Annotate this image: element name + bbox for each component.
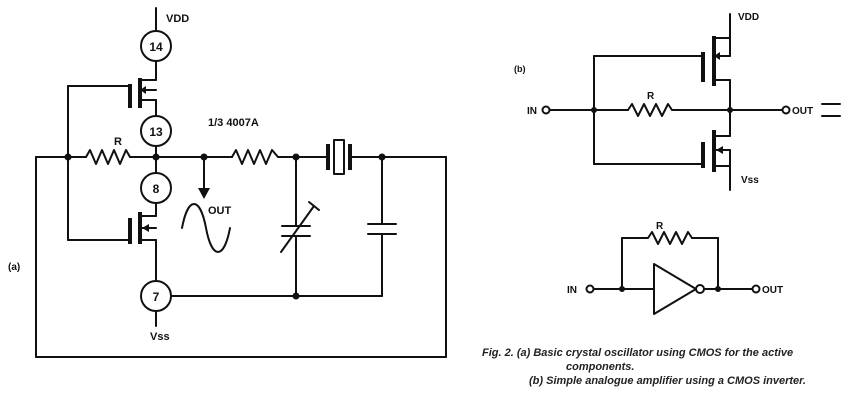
- junction: [715, 286, 721, 292]
- series-resistor: [231, 149, 279, 165]
- inverter-bubble: [695, 284, 705, 294]
- pin-8-label: 8: [153, 182, 160, 196]
- input-terminal-b: [541, 105, 551, 115]
- resistor-r-a: [85, 149, 131, 165]
- resistor-label-a: R: [114, 136, 122, 148]
- figure-caption: Fig. 2. (a) Basic crystal oscillator usi…: [482, 347, 806, 387]
- trimmer-adjust-head: [308, 201, 320, 211]
- input-label-amp: IN: [567, 285, 577, 296]
- vss-label-b: Vss: [741, 175, 759, 186]
- resistor-label-amp: R: [656, 221, 664, 232]
- junction: [292, 292, 300, 300]
- vss-label-a: Vss: [150, 331, 170, 343]
- feedback-resistor-b: [627, 103, 673, 117]
- crystal-body: [333, 139, 345, 175]
- output-label-a: OUT: [208, 205, 232, 217]
- pmos-arrow-icon: [140, 86, 146, 94]
- nmos-arrow-icon: [142, 224, 149, 232]
- inverter-triangle: [653, 263, 697, 315]
- vdd-label-b: VDD: [738, 12, 759, 23]
- junction: [727, 107, 733, 113]
- output-label-b: OUT: [792, 106, 813, 117]
- caption-line-2: components.: [566, 361, 634, 373]
- feedback-resistor-amp: [647, 231, 693, 245]
- junction: [152, 153, 160, 161]
- panel-label-a: (a): [8, 262, 20, 273]
- sine-wave-icon: [181, 203, 231, 253]
- vdd-label-a: VDD: [166, 13, 189, 25]
- circuit-a: VDD 14 13 R: [8, 7, 447, 358]
- output-terminal-b: [781, 105, 791, 115]
- output-arrow-icon: [198, 188, 210, 199]
- pin-14-label: 14: [149, 40, 163, 54]
- pin-13-label: 13: [149, 125, 163, 139]
- pin-7-label: 7: [153, 290, 160, 304]
- pmos-arrow-icon-b: [714, 52, 720, 60]
- output-label-amp: OUT: [762, 285, 783, 296]
- caption-line-3: (b) Simple analogue amplifier using a CM…: [529, 375, 806, 387]
- junction: [619, 286, 625, 292]
- input-terminal-amp: [585, 284, 595, 294]
- trimmer-adjust-icon: [280, 205, 315, 253]
- panel-label-b: (b): [514, 64, 526, 74]
- junction: [591, 107, 597, 113]
- caption-line-1: Fig. 2. (a) Basic crystal oscillator usi…: [482, 347, 793, 359]
- circuit-b-amplifier: R IN OUT: [567, 221, 783, 315]
- circuit-b-inverter: (b) VDD IN R OUT Vss: [514, 12, 841, 191]
- nmos-arrow-icon-b: [716, 146, 723, 154]
- input-label-b: IN: [527, 106, 537, 117]
- chip-label: 1/3 4007A: [208, 117, 259, 129]
- resistor-label-b: R: [647, 91, 655, 102]
- output-terminal-amp: [751, 284, 761, 294]
